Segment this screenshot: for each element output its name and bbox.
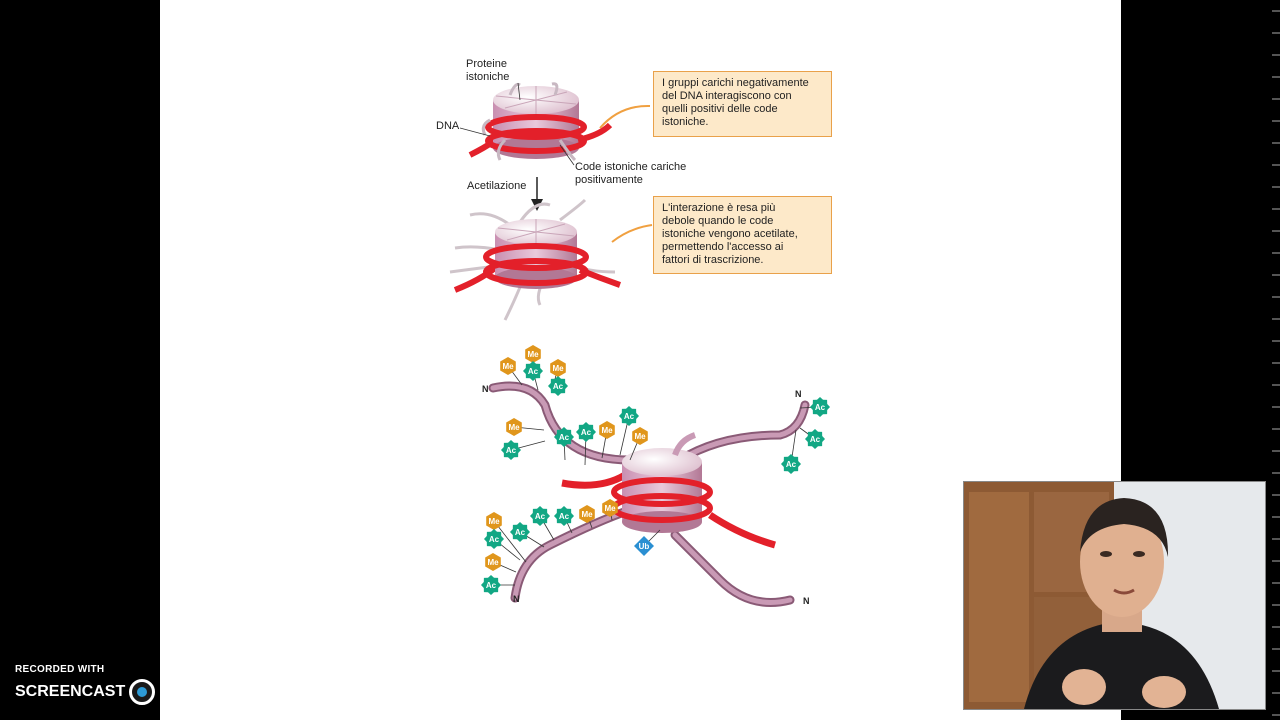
- record-logo-icon: [129, 679, 156, 705]
- svg-text:Me: Me: [552, 364, 564, 373]
- me-tag: Me: [602, 499, 618, 517]
- tail-n-terminus-label: N: [513, 594, 520, 604]
- me-tag: Me: [486, 512, 502, 530]
- svg-text:Ac: Ac: [506, 446, 517, 455]
- pointer-line-top: [599, 104, 651, 129]
- svg-text:Ac: Ac: [535, 512, 546, 521]
- svg-text:Ac: Ac: [553, 382, 564, 391]
- me-tag: Me: [550, 359, 566, 377]
- nucleosome-diagram: MeMeAcMeAcMeAcAcAcMeAcMeAcAcAcMeAcMeAcAc…: [449, 82, 830, 607]
- svg-text:Ac: Ac: [581, 428, 592, 437]
- svg-text:Ac: Ac: [815, 403, 826, 412]
- label-dna: DNA: [436, 120, 460, 132]
- label-acetilazione: Acetilazione: [467, 180, 527, 192]
- window-edge-strip: [1272, 0, 1280, 720]
- tail-n-terminus-label: N: [795, 389, 802, 399]
- ac-tag: Ac: [481, 575, 501, 595]
- svg-text:Ac: Ac: [515, 528, 526, 537]
- nucleosome-top: [468, 82, 613, 162]
- svg-text:Me: Me: [527, 350, 539, 359]
- svg-text:Me: Me: [604, 504, 616, 513]
- me-tag: Me: [506, 418, 522, 436]
- ac-tag: Ac: [619, 406, 639, 426]
- svg-text:Ac: Ac: [486, 581, 497, 590]
- ac-tag: Ac: [501, 440, 521, 460]
- watermark-top-text: RECORDED WITH: [15, 664, 105, 675]
- ac-tag: Ac: [548, 376, 568, 396]
- tail-n-terminus-label: N: [482, 384, 489, 394]
- webcam-overlay: [963, 481, 1266, 710]
- svg-text:Me: Me: [508, 423, 520, 432]
- ac-tag: Ac: [530, 506, 550, 526]
- ac-tag: Ac: [484, 529, 504, 549]
- svg-text:Me: Me: [487, 558, 499, 567]
- ac-tag: Ac: [805, 429, 825, 449]
- watermark-brand: SCREENCAST MATIC: [15, 679, 209, 705]
- me-tag: Me: [632, 427, 648, 445]
- watermark-left-text: SCREENCAST: [15, 683, 126, 700]
- leader-proteine: [517, 82, 521, 101]
- svg-text:Me: Me: [502, 362, 514, 371]
- tail-n-terminus-label: N: [803, 596, 810, 606]
- label-code-istoniche: Code istoniche cariche positivamente: [575, 161, 687, 186]
- ac-tag: Ac: [510, 522, 530, 542]
- svg-text:Ac: Ac: [489, 535, 500, 544]
- svg-text:Me: Me: [634, 432, 646, 441]
- svg-text:Ac: Ac: [528, 367, 539, 376]
- svg-text:Ac: Ac: [810, 435, 821, 444]
- ac-tag: Ac: [781, 454, 801, 474]
- svg-text:Me: Me: [488, 517, 500, 526]
- me-tag: Me: [525, 345, 541, 363]
- nucleosome-acetylated: [449, 198, 621, 321]
- ac-tag: Ac: [576, 422, 596, 442]
- svg-text:Ac: Ac: [786, 460, 797, 469]
- webcam-presenter: [964, 482, 1265, 709]
- callout-box-charges: I gruppi carichi negativamente del DNA i…: [653, 71, 832, 137]
- svg-text:Ac: Ac: [624, 412, 635, 421]
- svg-text:Ac: Ac: [559, 512, 570, 521]
- svg-text:Me: Me: [601, 426, 613, 435]
- ac-tag: Ac: [523, 361, 543, 381]
- ac-tag: Ac: [810, 397, 830, 417]
- me-tag: Me: [599, 421, 615, 439]
- pointer-line-bottom: [611, 224, 653, 243]
- leader-dna: [459, 127, 491, 137]
- me-tag: Me: [500, 357, 516, 375]
- leader-code: [559, 144, 575, 166]
- svg-text:Ac: Ac: [559, 433, 570, 442]
- ub-tag: Ub: [634, 536, 654, 556]
- watermark-right-text: MATIC: [159, 683, 209, 700]
- callout-box-acetylation: L'interazione è resa più debole quando l…: [653, 196, 832, 274]
- svg-text:Ub: Ub: [639, 542, 650, 551]
- svg-text:Me: Me: [581, 510, 593, 519]
- me-tag: Me: [485, 553, 501, 571]
- me-tag: Me: [579, 505, 595, 523]
- ac-tag: Ac: [554, 506, 574, 526]
- screencast-watermark: RECORDED WITH SCREENCAST MATIC: [15, 664, 209, 705]
- label-proteine-istoniche: Proteine istoniche: [466, 58, 510, 83]
- nucleosome-tails: [488, 381, 810, 607]
- ac-tag: Ac: [554, 427, 574, 447]
